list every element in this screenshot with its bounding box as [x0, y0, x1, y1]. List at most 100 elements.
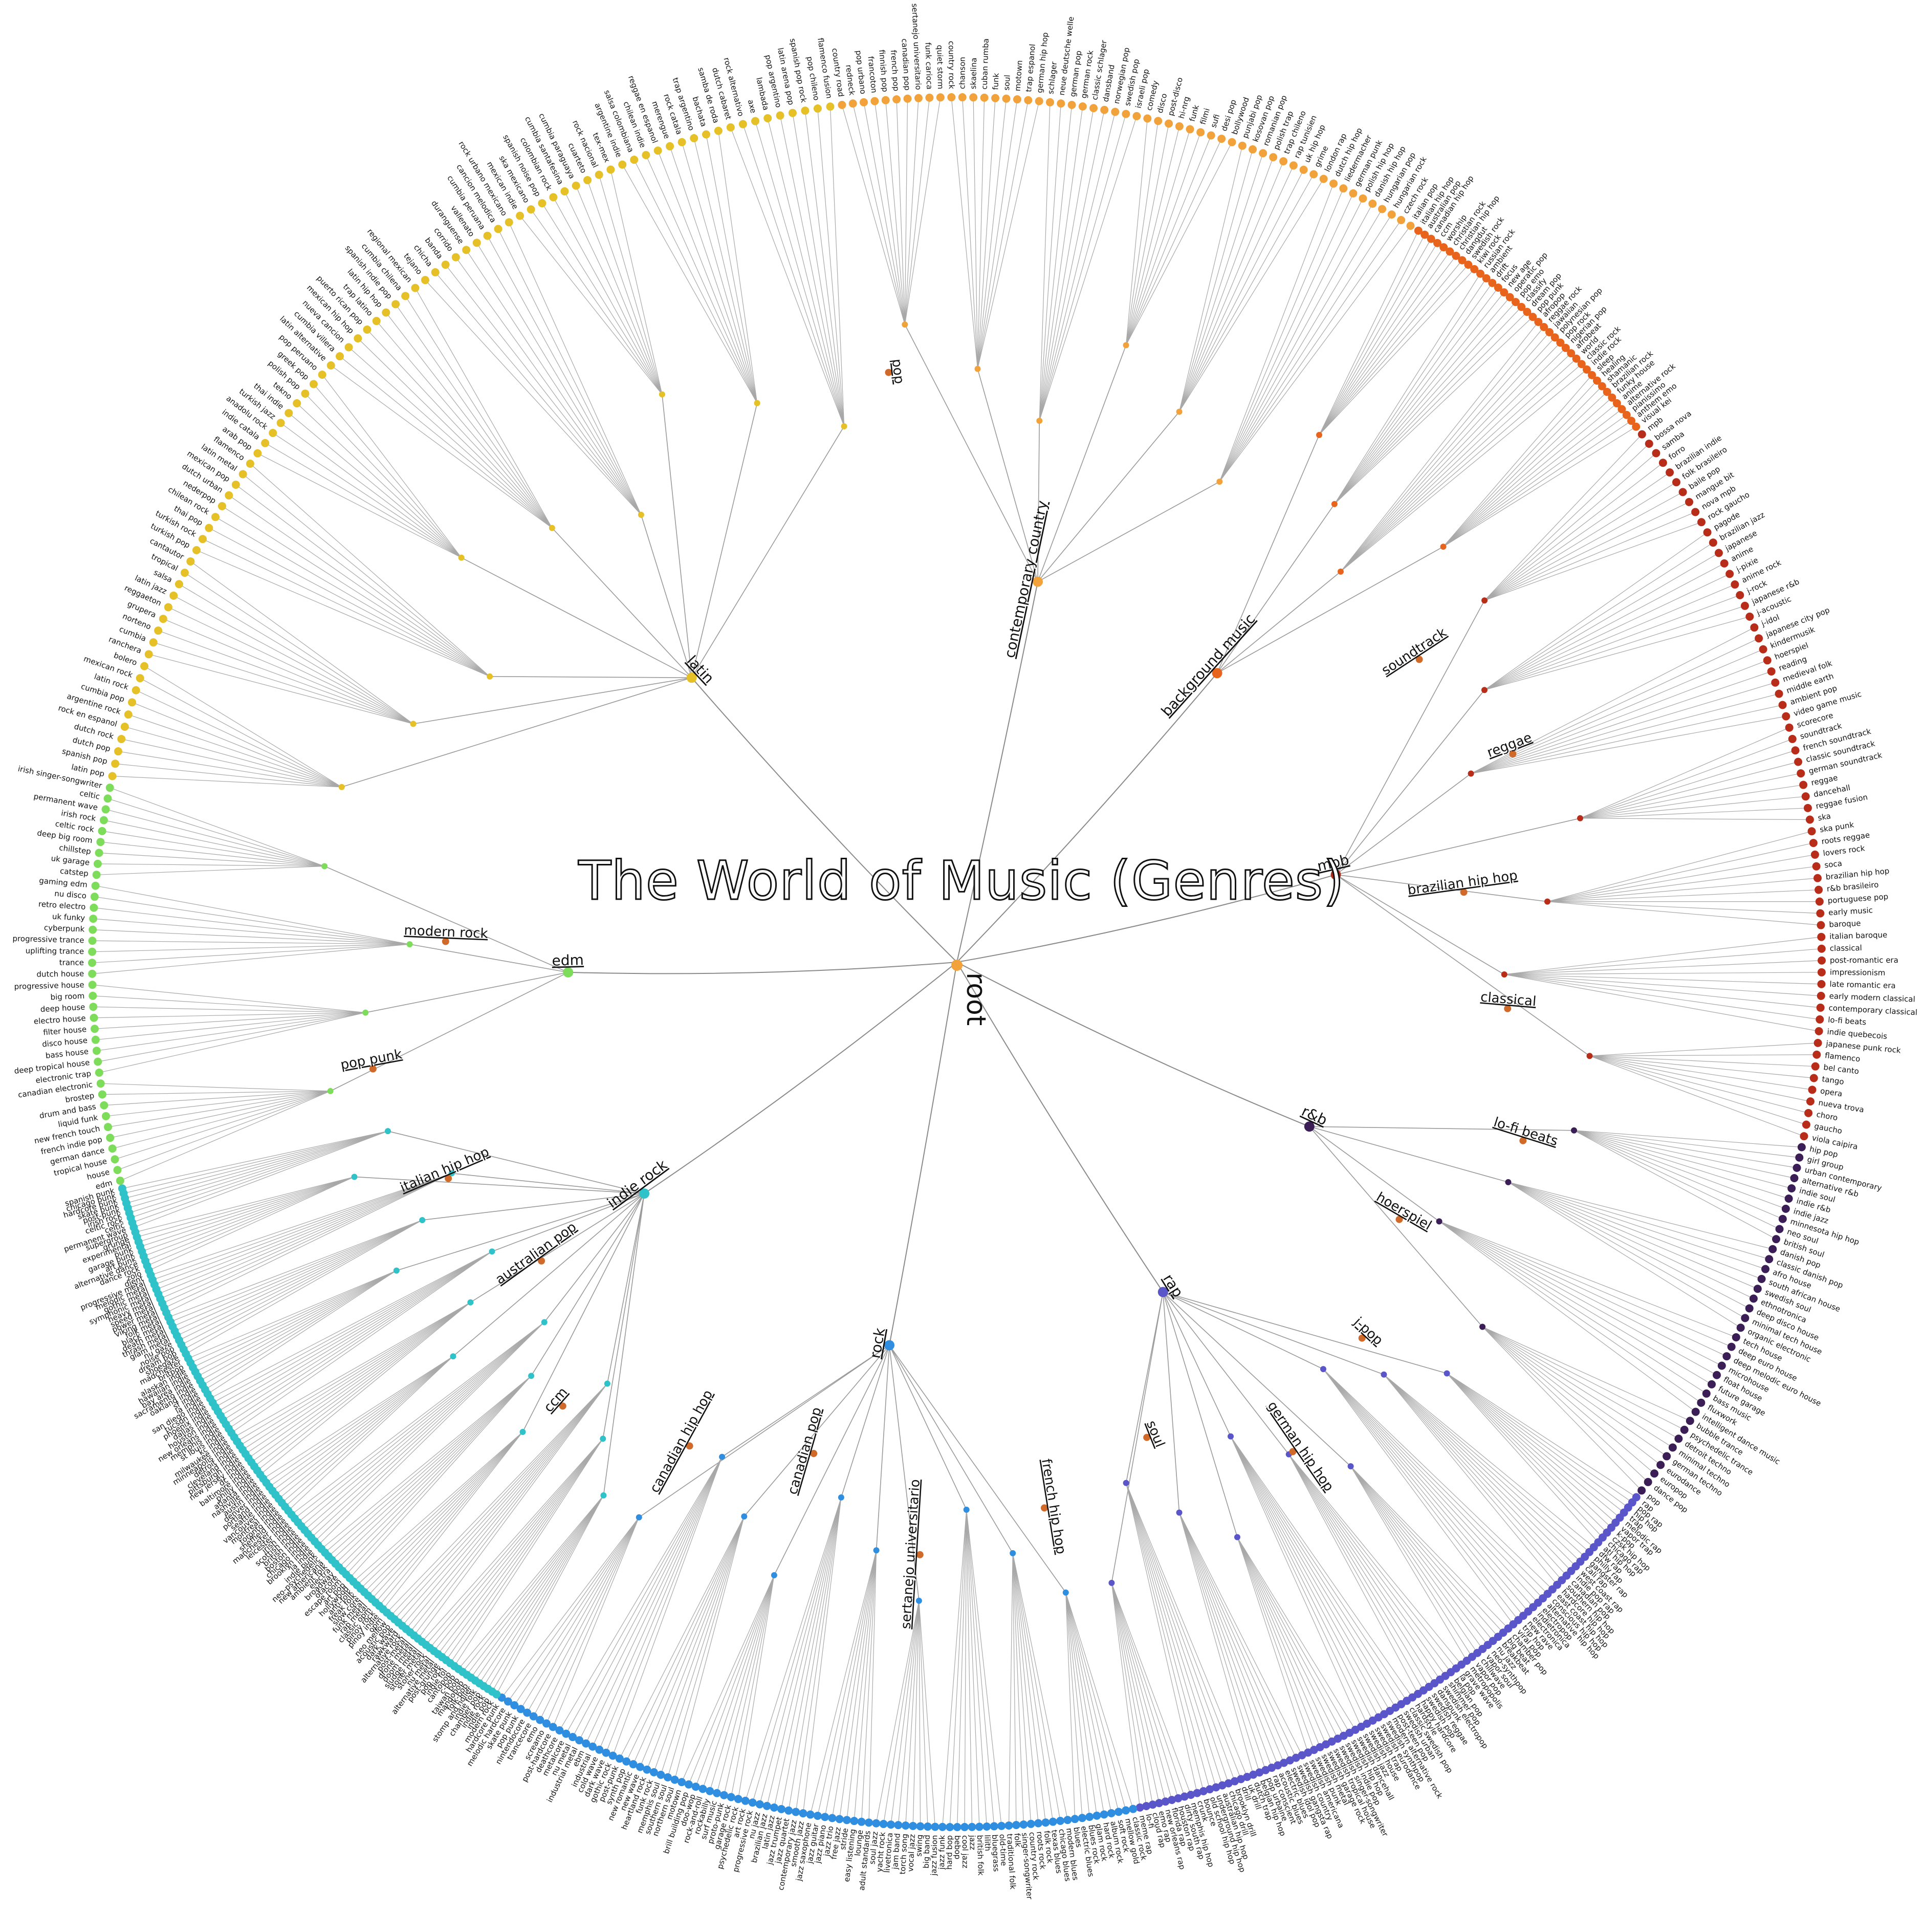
leaf-node — [111, 1155, 119, 1163]
leaf-node — [1691, 508, 1699, 516]
hub-node — [1316, 432, 1322, 438]
branch-line — [1482, 1327, 1673, 1447]
cluster-label: ccm — [541, 1384, 571, 1415]
branch-line — [97, 1013, 365, 1051]
hub-node — [974, 366, 980, 372]
branch-line — [1219, 184, 1334, 482]
branch-line — [1013, 1553, 1053, 1822]
leaf-node — [763, 1802, 771, 1810]
leaf-node — [1650, 1469, 1658, 1478]
branch-line — [1384, 1375, 1585, 1557]
leaf-node — [411, 284, 419, 292]
branch-line — [1504, 974, 1820, 1019]
branch-line — [184, 1220, 422, 1349]
branch-line — [250, 464, 490, 677]
leaf-node — [211, 513, 220, 521]
branch-line — [738, 1575, 774, 1799]
branch-line — [1323, 1369, 1538, 1602]
branch-line — [418, 1384, 607, 1639]
leaf-node — [1816, 898, 1824, 906]
leaf-node — [572, 182, 580, 190]
leaf-node — [1132, 112, 1141, 120]
branch-line — [780, 116, 844, 426]
leaf-node — [391, 300, 400, 308]
leaf-node — [1750, 1294, 1758, 1303]
genre-label: quiet storm — [935, 45, 945, 90]
branch-line — [129, 1131, 388, 1213]
leaf-node — [92, 882, 100, 890]
leaf-node — [975, 1822, 984, 1831]
leaf-node — [1672, 478, 1680, 486]
leaf-node — [516, 212, 524, 220]
hub-node — [741, 1513, 747, 1519]
leaf-node — [1071, 1815, 1079, 1823]
cluster-label: reggae — [1485, 730, 1534, 761]
leaf-node — [1397, 216, 1405, 224]
branch-line — [957, 582, 1038, 962]
genre-label: sertanejo universitario — [910, 3, 923, 90]
branch-line — [475, 1495, 604, 1681]
branch-line — [1219, 199, 1363, 482]
genre-label: uplifting trance — [26, 946, 84, 956]
genre-label: classical — [1830, 943, 1862, 953]
leaf-node — [527, 205, 535, 213]
branch-line — [692, 426, 844, 678]
leaf-node — [104, 1123, 112, 1131]
hub-node — [1479, 1323, 1485, 1330]
branch-line — [101, 1083, 331, 1091]
branch-line — [706, 135, 757, 403]
branch-line — [1484, 453, 1656, 601]
leaf-node — [924, 1822, 932, 1831]
leaf-node — [1115, 1808, 1123, 1816]
branch-line — [753, 1497, 841, 1803]
branch-line — [422, 1439, 603, 1642]
leaf-node — [1652, 449, 1660, 458]
genre-label: ska punk — [1819, 820, 1855, 834]
branch-line — [377, 321, 552, 528]
branch-line — [246, 1303, 471, 1454]
branch-line — [142, 1177, 354, 1251]
leaf-node — [821, 1813, 829, 1821]
branch-line — [1574, 1131, 1797, 1168]
branch-line — [379, 1432, 522, 1606]
branch-line — [325, 1376, 531, 1552]
branch-line — [626, 1516, 744, 1762]
branch-line — [755, 121, 844, 426]
branch-line — [1589, 1056, 1806, 1124]
genre-label: cyberpunk — [44, 923, 85, 934]
group-label: background music — [1158, 611, 1259, 720]
leaf-node — [95, 849, 103, 857]
branch-line — [120, 1091, 331, 1181]
leaf-node — [88, 959, 96, 967]
branch-line — [957, 673, 1217, 962]
branch-line — [1580, 773, 1801, 818]
branch-line — [1336, 774, 1471, 875]
leaf-node — [345, 343, 353, 351]
branch-line — [603, 1193, 644, 1495]
branch-line — [125, 1131, 388, 1198]
leaf-node — [1763, 656, 1772, 664]
genre-label: motown — [1013, 60, 1024, 92]
leaf-node — [1068, 101, 1076, 109]
branch-line — [1589, 1055, 1817, 1056]
leaf-node — [1782, 1205, 1790, 1213]
branch-line — [484, 1495, 603, 1686]
branch-line — [1231, 1437, 1390, 1711]
leaf-node — [1811, 851, 1819, 859]
leaf-node — [1810, 1074, 1818, 1082]
leaf-node — [1024, 96, 1032, 104]
leaf-node — [140, 662, 148, 670]
branch-line — [96, 886, 410, 944]
branch-line — [1237, 1537, 1344, 1735]
leaf-node — [1196, 128, 1205, 136]
leaf-node — [654, 146, 662, 155]
leaf-node — [1012, 1821, 1020, 1829]
branch-line — [1219, 204, 1372, 482]
branch-line — [479, 1495, 603, 1683]
branch-line — [1444, 427, 1636, 547]
branch-line — [308, 1322, 544, 1533]
branch-line — [905, 98, 929, 324]
branch-line — [340, 356, 552, 528]
branch-line — [1163, 1292, 1289, 1455]
branch-line — [387, 1384, 607, 1613]
